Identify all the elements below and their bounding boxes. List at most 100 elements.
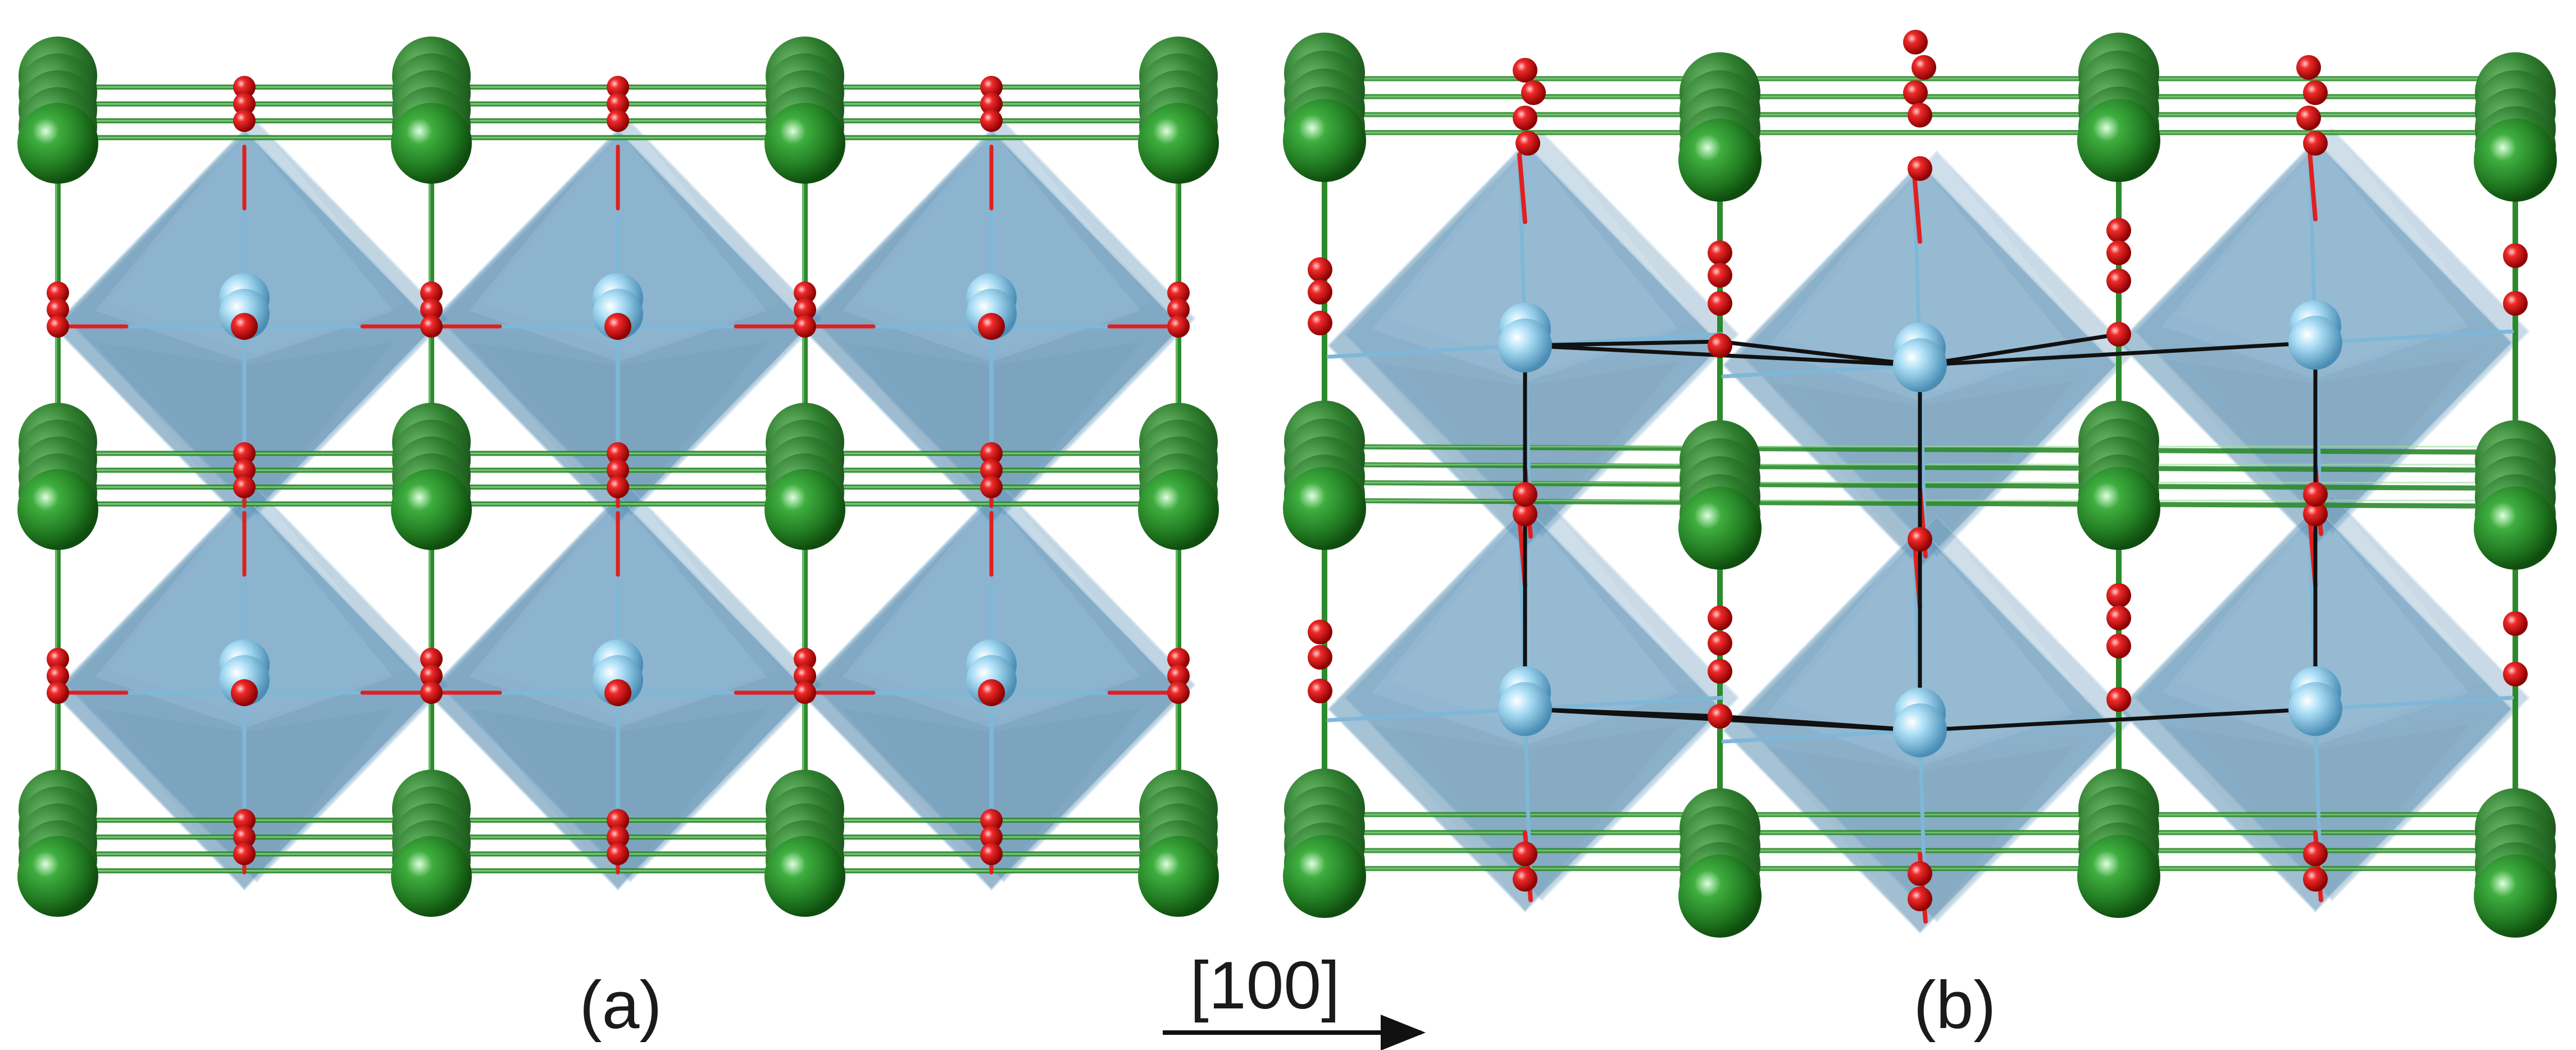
oxygen-atom	[607, 110, 629, 132]
oxygen-atom	[607, 476, 629, 498]
oxygen-atom	[1513, 482, 1537, 507]
oxygen-atom	[1513, 842, 1537, 866]
oxygen-atom	[231, 313, 258, 340]
b-site-atom	[1498, 319, 1552, 372]
panel-b-label: (b)	[1914, 967, 1996, 1043]
unit-cell-edge	[1918, 332, 2121, 367]
oxygen-atom	[607, 442, 629, 465]
oxygen-atom	[1515, 131, 1540, 156]
oxygen-atom	[2503, 662, 2528, 687]
a-site-atom	[1138, 103, 1219, 184]
oxygen-atom	[233, 809, 256, 831]
a-site-atom	[1678, 854, 1762, 938]
a-site-atom	[391, 469, 472, 550]
oxygen-atom	[1308, 257, 1332, 282]
a-site-atom	[391, 836, 472, 917]
oxygen-atom	[980, 110, 1003, 132]
oxygen-atom	[607, 843, 629, 865]
oxygen-atom	[980, 442, 1003, 465]
unit-cell-edge	[1718, 714, 1922, 733]
oxygen-atom	[980, 459, 1003, 481]
oxygen-atom	[1513, 58, 1537, 83]
b-site-atom	[1498, 682, 1552, 736]
oxygen-atom	[980, 843, 1003, 865]
unit-cell-edge	[1918, 340, 2318, 367]
oxygen-atom	[1708, 704, 1732, 729]
oxygen-atom	[794, 298, 816, 321]
oxygen-atom	[2503, 611, 2528, 636]
oxygen-atom	[1708, 659, 1732, 684]
oxygen-atom	[2106, 583, 2131, 608]
b-site-atom	[1893, 703, 1947, 757]
oxygen-atom	[47, 648, 69, 670]
oxygen-atom	[604, 313, 631, 340]
oxygen-atom	[794, 281, 816, 304]
oxygen-atom	[2503, 291, 2528, 316]
oxygen-atom	[2303, 80, 2328, 105]
oxygen-atom	[1708, 333, 1732, 358]
b-site-atom	[2288, 682, 2342, 736]
oxygen-atom	[233, 93, 256, 115]
oxygen-atom	[2106, 240, 2131, 265]
b-o-bond	[1912, 172, 1922, 244]
oxygen-atom	[1908, 527, 1932, 552]
oxygen-atom	[2303, 131, 2328, 156]
oxygen-atom	[233, 76, 256, 98]
direction-label: [100]	[1190, 948, 1340, 1023]
a-site-atom	[1678, 487, 1762, 570]
a-site-atom	[17, 836, 98, 917]
oxygen-atom	[1513, 867, 1537, 892]
oxygen-atom	[1167, 681, 1190, 704]
oxygen-atom	[2303, 867, 2328, 892]
oxygen-atom	[1167, 665, 1190, 687]
oxygen-atom	[233, 442, 256, 465]
b-o-bond	[1517, 152, 1527, 224]
oxygen-atom	[233, 459, 256, 481]
oxygen-atom	[420, 315, 443, 338]
oxygen-atom	[980, 809, 1003, 831]
oxygen-atom	[978, 679, 1005, 706]
oxygen-atom	[2106, 687, 2131, 712]
oxygen-atom	[980, 826, 1003, 848]
oxygen-atom	[2106, 269, 2131, 293]
oxygen-atom	[1308, 311, 1332, 335]
oxygen-atom	[1908, 103, 1932, 128]
unit-cell-edge	[1918, 707, 2318, 733]
oxygen-atom	[1167, 648, 1190, 670]
oxygen-atom	[794, 315, 816, 338]
oxygen-atom	[1903, 30, 1928, 54]
a-site-atom	[2474, 119, 2557, 202]
panel-a	[17, 37, 1219, 917]
oxygen-atom	[794, 665, 816, 687]
b-site-atom	[2288, 316, 2342, 370]
oxygen-atom	[420, 648, 443, 670]
oxygen-atom	[607, 93, 629, 115]
a-site-atom	[764, 836, 845, 917]
b-o-bond	[2308, 149, 2318, 221]
unit-cell-edge	[1523, 339, 1722, 348]
a-site-atom	[2077, 99, 2160, 182]
oxygen-atom	[1308, 679, 1332, 703]
a-site-atom	[17, 469, 98, 550]
oxygen-atom	[1308, 645, 1332, 670]
oxygen-atom	[1308, 280, 1332, 304]
a-site-atom	[1138, 836, 1219, 917]
oxygen-atom	[1513, 106, 1537, 130]
oxygen-atom	[1708, 240, 1732, 265]
a-site-atom	[1678, 119, 1762, 202]
oxygen-atom	[2503, 243, 2528, 268]
a-site-atom	[1138, 469, 1219, 550]
a-site-atom	[764, 469, 845, 550]
a-site-atom	[1283, 835, 1366, 918]
panel-a-label: (a)	[580, 967, 662, 1043]
a-site-atom	[1283, 467, 1366, 550]
a-site-atom	[764, 103, 845, 184]
oxygen-atom	[2296, 55, 2321, 80]
oxygen-atom	[980, 76, 1003, 98]
oxygen-atom	[2106, 322, 2131, 347]
b-site-atom	[1893, 338, 1947, 392]
a-site-atom	[2474, 487, 2557, 570]
oxygen-atom	[47, 315, 69, 338]
oxygen-atom	[1513, 502, 1537, 526]
oxygen-atom	[233, 476, 256, 498]
